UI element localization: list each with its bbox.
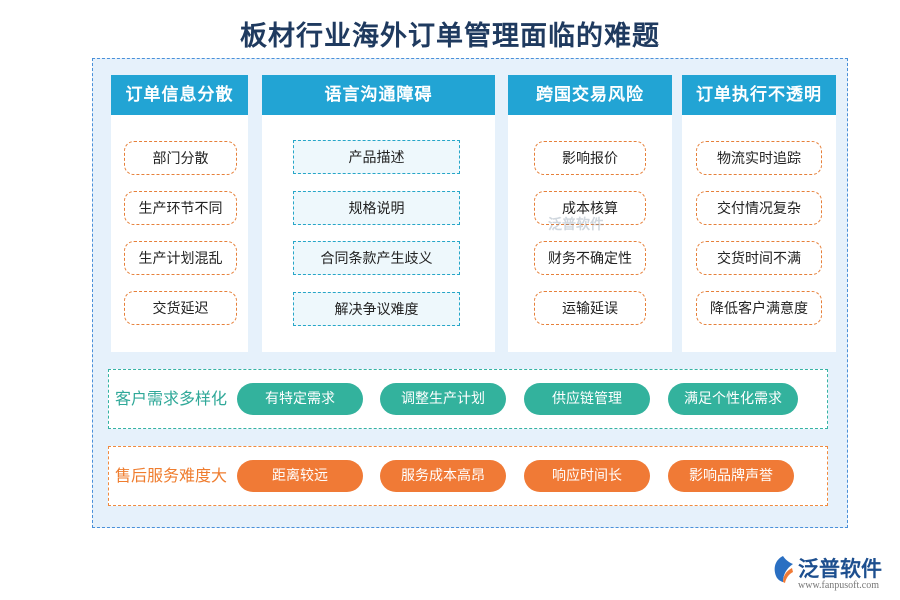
band-pill: 距离较远 bbox=[237, 460, 363, 492]
column-item: 交付情况复杂 bbox=[696, 191, 822, 225]
column-header: 订单执行不透明 bbox=[682, 75, 836, 115]
band-label: 售后服务难度大 bbox=[115, 466, 228, 485]
column-item: 财务不确定性 bbox=[534, 241, 646, 275]
band-pill: 有特定需求 bbox=[237, 383, 363, 415]
column-header: 跨国交易风险 bbox=[508, 75, 672, 115]
logo-url: www.fanpusoft.com bbox=[798, 580, 880, 591]
column-item: 解决争议难度 bbox=[293, 292, 460, 326]
band-customer-demand: 客户需求多样化 有特定需求 调整生产计划 供应链管理 满足个性化需求 bbox=[108, 369, 828, 429]
band-pill: 供应链管理 bbox=[524, 383, 650, 415]
band-pill: 调整生产计划 bbox=[380, 383, 506, 415]
column-header: 语言沟通障碍 bbox=[262, 75, 495, 115]
column-item: 成本核算 bbox=[534, 191, 646, 225]
band-after-sales: 售后服务难度大 距离较远 服务成本高昂 响应时间长 影响品牌声誉 bbox=[108, 446, 828, 506]
diagram-title: 板材行业海外订单管理面临的难题 bbox=[240, 21, 660, 52]
brand-logo: 泛普软件 www.fanpusoft.com bbox=[770, 553, 890, 593]
column-item: 交货延迟 bbox=[124, 291, 237, 325]
column-trade-risk: 跨国交易风险 影响报价 成本核算 财务不确定性 运输延误 bbox=[508, 75, 672, 352]
column-item: 规格说明 bbox=[293, 191, 460, 225]
column-language: 语言沟通障碍 产品描述 规格说明 合同条款产生歧义 解决争议难度 bbox=[262, 75, 495, 352]
column-item: 影响报价 bbox=[534, 141, 646, 175]
band-pill: 响应时间长 bbox=[524, 460, 650, 492]
column-item: 生产计划混乱 bbox=[124, 241, 237, 275]
watermark: 泛普软件 bbox=[548, 217, 604, 233]
column-item: 物流实时追踪 bbox=[696, 141, 822, 175]
band-pill: 满足个性化需求 bbox=[668, 383, 798, 415]
logo-name: 泛普软件 bbox=[798, 557, 882, 581]
column-order-info: 订单信息分散 部门分散 生产环节不同 生产计划混乱 交货延迟 bbox=[111, 75, 248, 352]
column-item: 交货时间不满 bbox=[696, 241, 822, 275]
band-pill: 服务成本高昂 bbox=[380, 460, 506, 492]
column-item: 生产环节不同 bbox=[124, 191, 237, 225]
band-pill: 影响品牌声誉 bbox=[668, 460, 794, 492]
column-execution: 订单执行不透明 物流实时追踪 交付情况复杂 交货时间不满 降低客户满意度 bbox=[682, 75, 836, 352]
column-header: 订单信息分散 bbox=[111, 75, 248, 115]
fanpu-logo-icon bbox=[774, 556, 793, 583]
column-item: 降低客户满意度 bbox=[696, 291, 822, 325]
column-item: 产品描述 bbox=[293, 140, 460, 174]
band-label: 客户需求多样化 bbox=[115, 389, 228, 408]
column-item: 运输延误 bbox=[534, 291, 646, 325]
column-item: 部门分散 bbox=[124, 141, 237, 175]
column-item: 合同条款产生歧义 bbox=[293, 241, 460, 275]
